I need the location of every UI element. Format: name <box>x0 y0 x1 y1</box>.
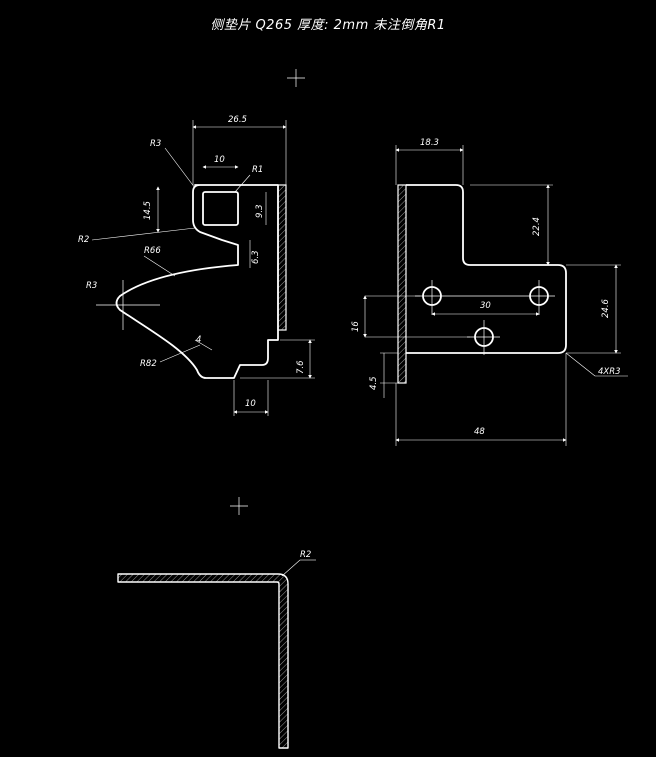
dim-right-7-6: 7.6 <box>296 360 306 374</box>
bottom-view: R2 <box>117 550 316 749</box>
dim-r-tip: R3 <box>86 281 97 291</box>
dim-h-16: 16 <box>351 321 361 332</box>
dim-arc-r82: R82 <box>140 359 157 369</box>
dim-h-22-4: 22.4 <box>532 217 542 236</box>
crosshair-top-icon <box>287 69 305 87</box>
dim-r-inner: R1 <box>252 165 263 175</box>
dim-h-4-5: 4.5 <box>369 376 379 390</box>
right-view: 18.3 22.4 30 24.6 16 4.5 48 4XR3 <box>351 138 628 446</box>
dim-h-top: 14.5 <box>143 201 153 220</box>
dim-bottom-10: 10 <box>245 399 256 409</box>
dim-bottom-4: 4 <box>196 335 201 345</box>
dim-width-top: 26.5 <box>228 115 247 125</box>
crosshair-bottom-icon <box>230 497 248 515</box>
dim-corners: 4XR3 <box>598 367 621 377</box>
dim-r-corner: R3 <box>150 139 161 149</box>
left-flange-section <box>277 184 287 331</box>
dim-width-48: 48 <box>474 427 485 437</box>
l-profile-section <box>117 573 289 749</box>
left-view-outline <box>115 184 279 379</box>
top-slot <box>202 191 239 226</box>
dim-spacing-30: 30 <box>480 301 491 311</box>
right-view-outline <box>406 184 567 354</box>
right-flange-section <box>397 184 407 384</box>
dim-h-24-6: 24.6 <box>601 298 611 318</box>
dim-notch-h: 6.3 <box>251 250 261 264</box>
dim-slot-width: 10 <box>214 155 225 165</box>
dim-r-notch: R2 <box>78 235 89 245</box>
dim-arc-r66: R66 <box>144 246 161 256</box>
drawing-title: 侧垫片 Q265 厚度: 2mm 未注倒角R1 <box>210 18 446 33</box>
dim-bend-r: R2 <box>300 550 311 560</box>
dim-slot-h: 9.3 <box>255 204 265 218</box>
dim-top-18-3: 18.3 <box>420 138 439 148</box>
left-view: 26.5 10 R3 R1 14.5 9.3 R2 R66 6.3 R3 4 R… <box>78 115 315 416</box>
